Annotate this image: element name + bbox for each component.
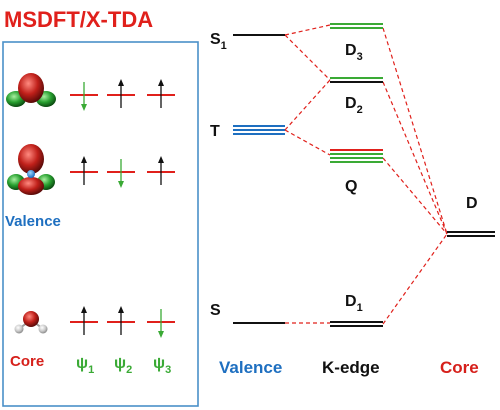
level-q: [330, 149, 383, 163]
spin-up-arrow: [118, 306, 124, 335]
connectors: [284, 24, 448, 325]
level-d2: [330, 77, 383, 83]
psi-label-3: ψ3: [153, 355, 171, 376]
spin-up-arrow: [81, 306, 87, 335]
connector-s1-d2: [284, 34, 331, 81]
orbital-image-valence-top: [6, 73, 56, 107]
connector-d1-d: [382, 233, 448, 325]
level-t: [233, 125, 285, 135]
orbital-panel: [2, 41, 199, 407]
label-s: S: [210, 302, 221, 319]
title: MSDFT/X-TDA: [4, 7, 153, 32]
orbital-row-valence-top: [70, 79, 175, 111]
connector-q-d: [382, 157, 448, 235]
connector-s1-d3: [284, 24, 331, 36]
psi-label-2: ψ2: [114, 355, 132, 376]
connector-t-d2: [284, 79, 331, 131]
level-d3: [330, 23, 383, 29]
spin-down-arrow: [158, 309, 164, 338]
label-q: Q: [345, 178, 357, 195]
spin-up-arrow: [158, 156, 164, 185]
label-d1: D1: [345, 293, 363, 314]
label-s1: S1: [210, 31, 227, 52]
column-label-core: Core: [440, 358, 479, 377]
spin-up-arrow: [118, 79, 124, 108]
level-d: [447, 231, 495, 237]
core-label: Core: [10, 353, 44, 370]
connector-t-q: [284, 129, 331, 156]
label-t: T: [210, 123, 220, 140]
label-d3: D3: [345, 42, 363, 63]
level-d1: [330, 321, 383, 327]
orbital-image-core: [14, 311, 48, 334]
column-label-valence: Valence: [219, 358, 282, 377]
label-d2: D2: [345, 95, 363, 116]
psi-label-1: ψ1: [76, 355, 94, 376]
connector-d3-d: [382, 27, 448, 235]
orbital-image-valence-mid: [7, 144, 55, 195]
label-d: D: [466, 195, 478, 212]
spin-down-arrow: [118, 159, 124, 188]
connector-d2-d: [382, 81, 448, 235]
spin-up-arrow: [158, 79, 164, 108]
orbital-row-valence-mid: [70, 156, 175, 188]
column-label-kedge: K-edge: [322, 358, 380, 377]
spin-down-arrow: [81, 82, 87, 111]
spin-up-arrow: [81, 156, 87, 185]
orbital-row-core: [70, 306, 175, 338]
valence-label: Valence: [5, 213, 61, 230]
